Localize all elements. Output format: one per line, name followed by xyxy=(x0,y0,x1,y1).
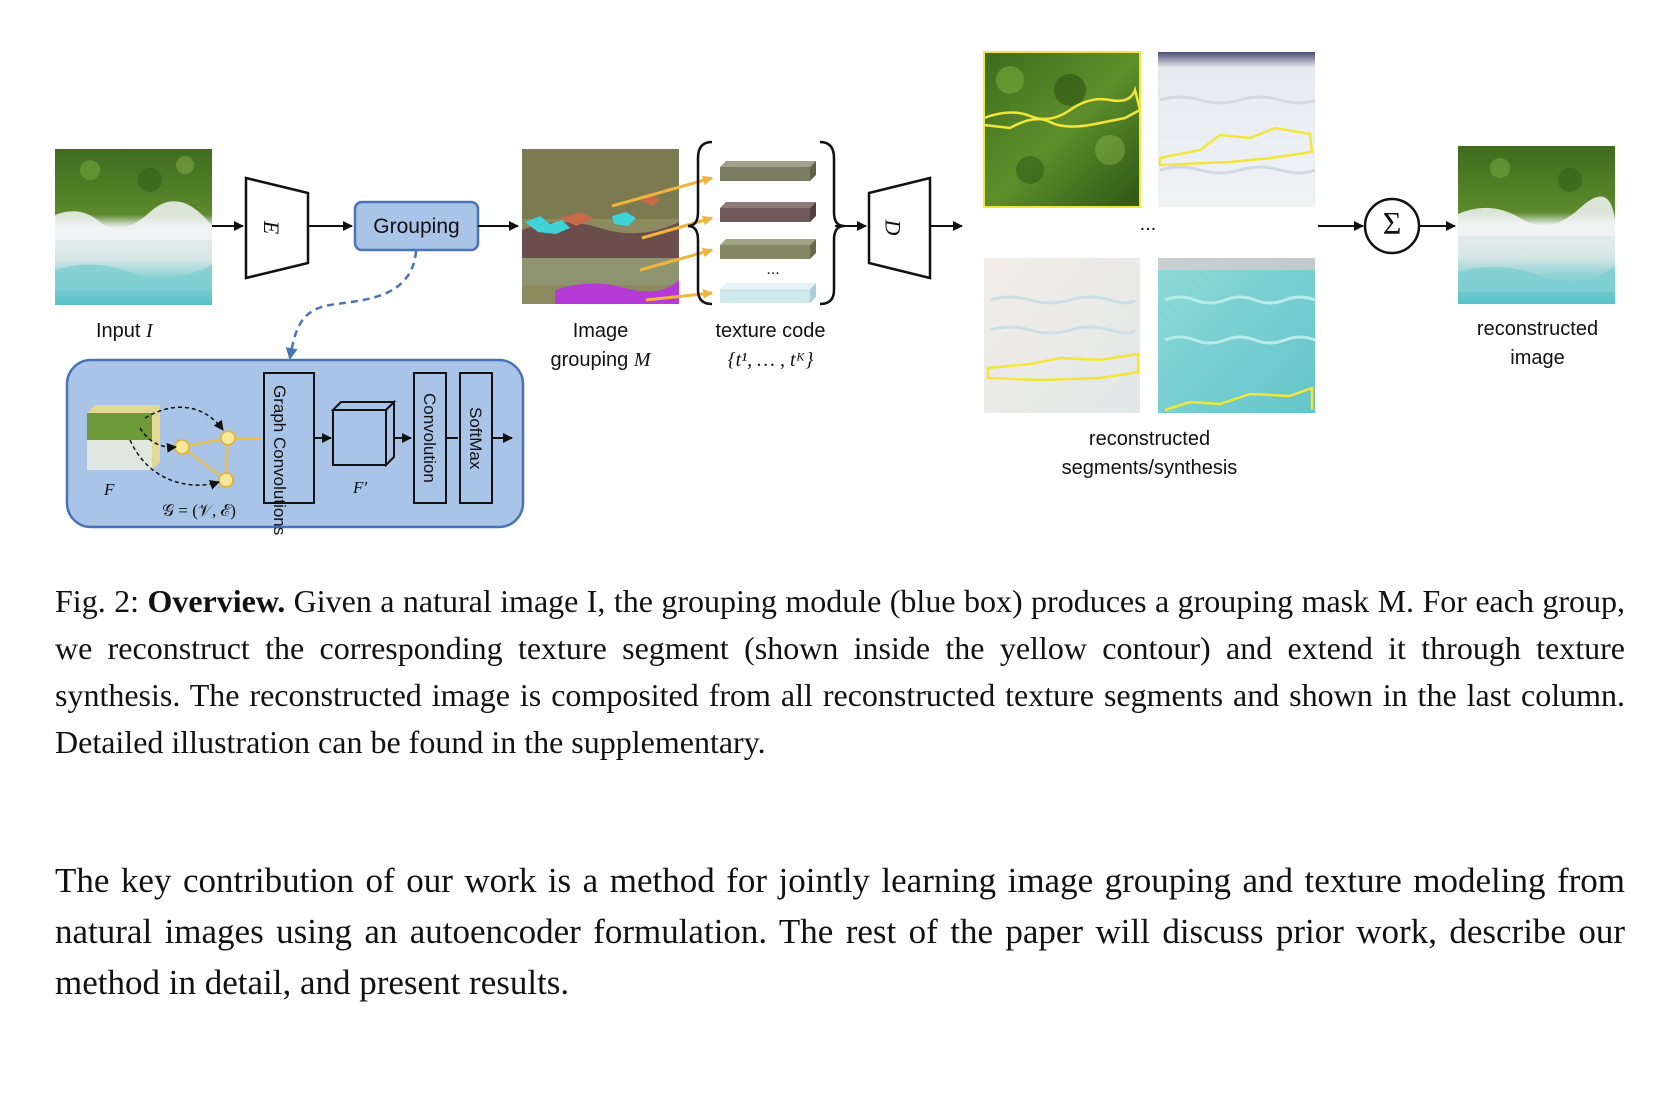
left-brace xyxy=(687,140,713,306)
segments-label: reconstructed segments/synthesis xyxy=(1061,428,1238,479)
caption-text: Given a natural image I, the grouping mo… xyxy=(55,583,1626,760)
convolution-label: Convolution xyxy=(420,393,439,483)
texture-code-label: texture code {t¹, … , tᴷ} xyxy=(715,320,826,371)
encoder-block xyxy=(244,176,310,280)
segment-foam xyxy=(1158,52,1316,207)
feature-volume xyxy=(87,405,160,470)
graph-formula: 𝒢 = (𝒱, ℰ) xyxy=(162,501,236,520)
dashed-module-link xyxy=(285,250,418,360)
softmax-block xyxy=(459,372,493,504)
figure-graphics xyxy=(55,51,1615,529)
reconstructed-image-label: reconstructed image xyxy=(1476,318,1599,369)
graph-conv-block xyxy=(263,372,315,504)
graph-nodes xyxy=(129,406,262,490)
image-grouping-mask xyxy=(522,149,679,304)
body-paragraph: The key contribution of our work is a me… xyxy=(55,861,1625,1002)
decoder-symbol: D xyxy=(880,219,906,236)
caption-title: Overview. xyxy=(147,583,286,619)
segment-sand xyxy=(984,258,1140,413)
sum-symbol: Σ xyxy=(1382,205,1402,241)
feature-prime-symbol: F′ xyxy=(353,478,368,497)
figure-caption: Fig. 2: Overview. Given a natural image … xyxy=(55,578,1625,766)
f-prime-cube xyxy=(330,399,397,468)
reconstructed-image xyxy=(1458,146,1615,304)
texture-ellipsis: ... xyxy=(766,261,780,278)
feature-symbol: F xyxy=(104,480,115,499)
encoder-symbol: E xyxy=(259,220,285,235)
right-brace xyxy=(819,140,845,306)
segment-forest xyxy=(983,51,1142,208)
input-image xyxy=(55,149,212,305)
softmax-label: SoftMax xyxy=(466,406,485,470)
input-label: Input I xyxy=(96,320,153,342)
segments-ellipsis: ... xyxy=(1139,213,1157,235)
decoder-block xyxy=(867,176,932,280)
graph-conv-label: Graph Convolutions xyxy=(270,385,289,536)
grouping-label: Grouping xyxy=(373,215,460,238)
caption-fig-label: Fig. 2: xyxy=(55,583,140,619)
texture-code-bars xyxy=(720,161,816,303)
segment-sea xyxy=(1158,258,1316,413)
overview-figure: Input I E Grouping Image grouping M ... … xyxy=(55,51,1615,536)
image-grouping-label: Image grouping M xyxy=(550,320,651,371)
